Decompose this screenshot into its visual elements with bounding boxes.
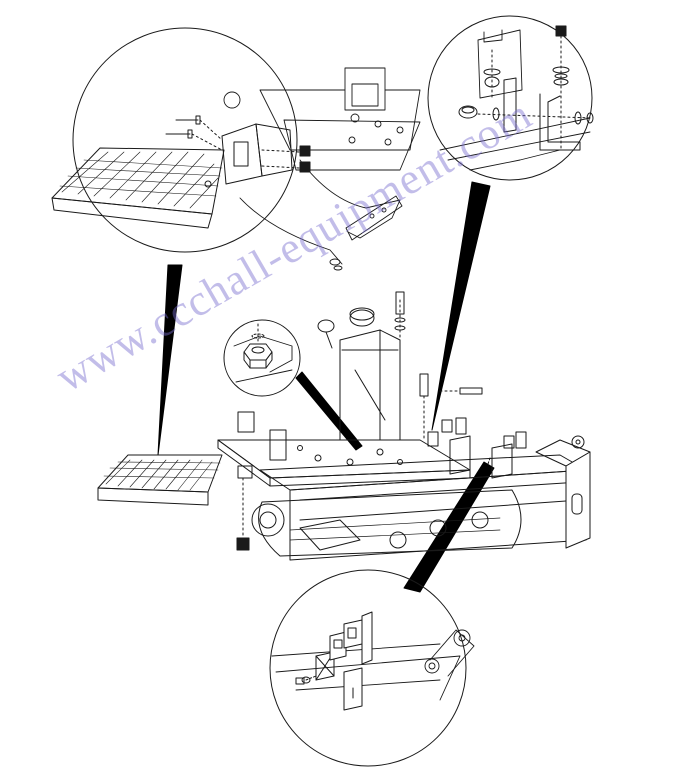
- main-assembly: [97, 291, 591, 561]
- callout-rail-frame: [271, 629, 475, 701]
- main-frame: [259, 435, 591, 561]
- callout-clamp-bracket: [458, 77, 594, 151]
- leader-wedges: [157, 181, 495, 593]
- leader-wedge-step: [157, 264, 183, 456]
- callout-rail-brackets: [295, 611, 373, 711]
- main-rail-brackets: [427, 417, 527, 479]
- callout-nut-detail: [223, 319, 301, 397]
- callout-clamp-circle: [427, 15, 593, 181]
- callout-step-bracket: [165, 115, 311, 185]
- callout-nut-hex: [243, 323, 273, 369]
- main-foot-pad: [236, 477, 250, 551]
- callout-rail-circle: [269, 569, 467, 767]
- callout-clamp-bracket-detail: [427, 15, 594, 181]
- main-deck-plate: [217, 439, 471, 487]
- callout-nut-circle: [223, 319, 301, 397]
- main-hardware-stack: [394, 291, 483, 441]
- callout-clamp-frame: [439, 29, 591, 171]
- main-track: [251, 489, 522, 557]
- main-step-plate: [97, 454, 253, 506]
- callout-step-plate: [51, 147, 225, 229]
- callout-step-circle: [72, 27, 298, 253]
- callout-step-background-frame: [223, 67, 421, 271]
- callout-step-bracket-detail: [51, 27, 421, 271]
- leader-wedge-nut: [295, 371, 363, 451]
- callout-clamp-bolt-stack: [483, 25, 570, 149]
- callout-rail-bracket-detail: [269, 569, 475, 767]
- main-upright: [237, 329, 401, 461]
- main-knob: [317, 307, 375, 349]
- leader-wedge-clamp: [431, 181, 491, 431]
